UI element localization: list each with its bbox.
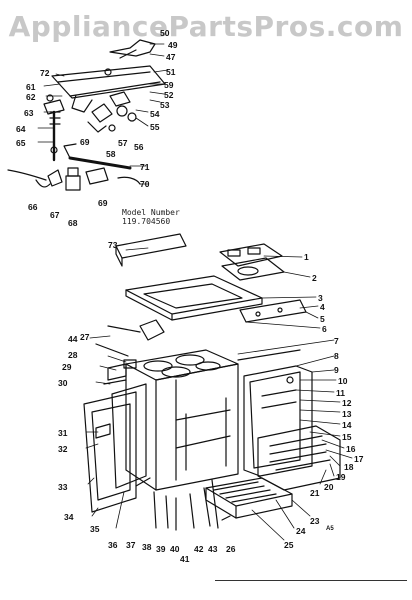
callout-2: 2 xyxy=(312,273,317,283)
callout-13: 13 xyxy=(342,409,352,419)
callout-18: 18 xyxy=(344,462,354,472)
callout-66: 66 xyxy=(28,202,38,212)
callout-47: 47 xyxy=(166,52,176,62)
callout-numbers: 1 2 3 4 5 6 7 8 9 10 11 12 13 14 15 16 1… xyxy=(16,28,364,564)
callout-41: 41 xyxy=(180,554,190,564)
callout-29: 29 xyxy=(62,362,72,372)
callout-34: 34 xyxy=(64,512,74,522)
callout-54: 54 xyxy=(150,109,160,119)
callout-37: 37 xyxy=(126,540,136,550)
callout-31: 31 xyxy=(58,428,68,438)
callout-35: 35 xyxy=(90,524,100,534)
callout-12: 12 xyxy=(342,398,352,408)
callout-10: 10 xyxy=(338,376,348,386)
callout-59: 59 xyxy=(164,80,174,90)
callout-23: 23 xyxy=(310,516,320,526)
callout-55: 55 xyxy=(150,122,160,132)
callout-57: 57 xyxy=(118,138,128,148)
callout-50: 50 xyxy=(160,28,170,38)
callout-28: 28 xyxy=(68,350,78,360)
callout-8: 8 xyxy=(334,351,339,361)
callout-5: 5 xyxy=(320,314,325,324)
callout-27: 27 xyxy=(80,332,90,342)
callout-7: 7 xyxy=(334,336,339,346)
callout-24: 24 xyxy=(296,526,306,536)
callout-4: 4 xyxy=(320,302,325,312)
callout-58: 58 xyxy=(106,149,116,159)
callout-62: 62 xyxy=(26,92,36,102)
callout-56: 56 xyxy=(134,142,144,152)
callout-30: 30 xyxy=(58,378,68,388)
model-number-label: Model Number 119.704560 xyxy=(122,208,180,226)
callout-17: 17 xyxy=(354,454,364,464)
callout-6: 6 xyxy=(322,324,327,334)
callout-65: 65 xyxy=(16,138,26,148)
callout-70: 70 xyxy=(140,179,150,189)
callout-14: 14 xyxy=(342,420,352,430)
callout-39: 39 xyxy=(156,544,166,554)
callout-69: 69 xyxy=(98,198,108,208)
callout-3: 3 xyxy=(318,293,323,303)
callout-49: 49 xyxy=(168,40,178,50)
divider-line xyxy=(215,580,407,581)
callout-73: 73 xyxy=(108,240,118,250)
control-panel-assembly xyxy=(7,39,166,191)
callout-33: 33 xyxy=(58,482,68,492)
range-body-assembly xyxy=(37,43,353,541)
callout-16: 16 xyxy=(346,444,356,454)
callout-25: 25 xyxy=(284,540,294,550)
callout-68: 68 xyxy=(68,218,78,228)
callout-42: 42 xyxy=(194,544,204,554)
callout-67: 67 xyxy=(50,210,60,220)
callout-51: 51 xyxy=(166,67,176,77)
callout-11: 11 xyxy=(336,388,345,398)
callout-52: 52 xyxy=(164,90,174,100)
callout-44: 44 xyxy=(68,334,78,344)
model-number-value: 119.704560 xyxy=(122,217,171,226)
model-label-line-1: Model Number xyxy=(122,208,180,217)
callout-38: 38 xyxy=(142,542,152,552)
callout-1: 1 xyxy=(304,252,309,262)
callout-26: 26 xyxy=(226,544,236,554)
callout-40: 40 xyxy=(170,544,180,554)
watermark: AppliancePartsPros.com xyxy=(8,10,404,43)
corner-mark: A5 xyxy=(326,526,334,532)
callout-21: 21 xyxy=(310,488,320,498)
callout-9: 9 xyxy=(334,365,339,375)
callout-61: 61 xyxy=(26,82,36,92)
callout-19: 19 xyxy=(336,472,346,482)
callout-36: 36 xyxy=(108,540,118,550)
callout-53: 53 xyxy=(160,100,170,110)
callout-20: 20 xyxy=(324,482,334,492)
callout-63: 63 xyxy=(24,108,34,118)
callout-32: 32 xyxy=(58,444,68,454)
callout-69b: 69 xyxy=(80,137,90,147)
callout-72: 72 xyxy=(40,68,50,78)
callout-15: 15 xyxy=(342,432,352,442)
callout-71: 71 xyxy=(140,162,150,172)
callout-64: 64 xyxy=(16,124,26,134)
callout-43: 43 xyxy=(208,544,218,554)
